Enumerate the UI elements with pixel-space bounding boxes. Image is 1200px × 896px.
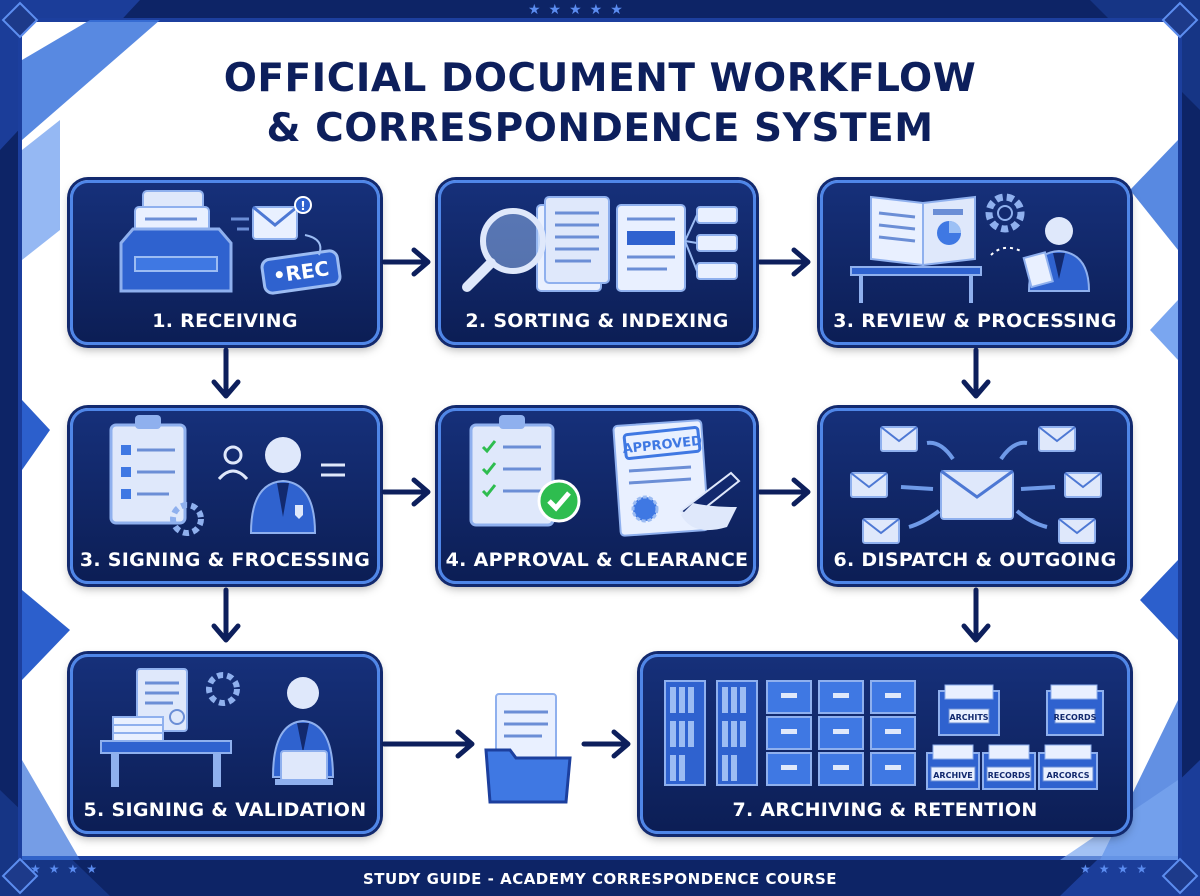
arrow-3-down: [961, 347, 991, 399]
records-box-label: RECORDS: [988, 771, 1031, 780]
step-card-dispatch[interactable]: 6. DISPATCH & OUTGOING: [820, 408, 1130, 584]
step-label-validation: 5. SIGNING & VALIDATION: [83, 799, 367, 821]
step-label-sorting: 2. SORTING & INDEXING: [465, 310, 729, 332]
desk-officer-laptop-icon: [100, 668, 335, 787]
open-book-reviewer-icon: [850, 193, 1091, 303]
step-card-validation[interactable]: 5. SIGNING & VALIDATION: [70, 654, 380, 834]
step-label-review: 3. REVIEW & PROCESSING: [833, 310, 1117, 332]
arrow-2-to-3: [757, 247, 811, 277]
checklist-approved-icon: APPROVED: [469, 415, 741, 537]
architts-box-label: ARCHITS: [949, 713, 988, 722]
inbox-tray-icon: ! •REC: [119, 190, 342, 295]
archive-box-label: ARCHIVE: [933, 771, 973, 780]
clipboard-officer-icon: [109, 415, 345, 536]
arrow-1-down: [211, 347, 241, 399]
step-card-signing-processing[interactable]: 3. SIGNING & FROCESSING: [70, 408, 380, 584]
step-card-review[interactable]: 3. REVIEW & PROCESSING: [820, 180, 1130, 345]
magnifier-documents-icon: [462, 196, 738, 292]
svg-text:!: !: [300, 199, 305, 213]
arrow-7-to-folder: [381, 729, 475, 759]
records-box-label-top: RECORDS: [1054, 713, 1097, 722]
step-label-archiving: 7. ARCHIVING & RETENTION: [732, 799, 1038, 821]
title-line-2: & CORRESPONDENCE SYSTEM: [266, 106, 934, 151]
arrow-5-to-6: [757, 477, 811, 507]
envelope-dispatch-icon: [850, 426, 1102, 544]
folder-icon: [484, 693, 572, 804]
right-stars: ★★★★: [1080, 862, 1156, 876]
step-card-archiving[interactable]: ARCHIVE RECORDS ARCORCS ARCHITS RECORDS …: [640, 654, 1130, 834]
title-line-1: OFFICIAL DOCUMENT WORKFLOW: [223, 56, 977, 101]
arcorcs-box-label: ARCORCS: [1047, 771, 1090, 780]
arrow-folder-to-8: [581, 729, 631, 759]
arrow-4-to-5: [381, 477, 431, 507]
step-label-signing-processing: 3. SIGNING & FROCESSING: [79, 549, 371, 571]
arrow-4-down: [211, 587, 241, 643]
footer-caption: STUDY GUIDE - ACADEMY CORRESPONDENCE COU…: [362, 870, 837, 888]
step-label-receiving: 1. RECEIVING: [152, 310, 298, 332]
step-label-approval: 4. APPROVAL & CLEARANCE: [445, 549, 749, 571]
arrow-6-down: [961, 587, 991, 643]
step-card-receiving[interactable]: ! •REC 1. RECEIVING: [70, 180, 380, 345]
step-label-dispatch: 6. DISPATCH & OUTGOING: [833, 549, 1117, 571]
top-stars: ★★★★★: [528, 2, 631, 18]
filing-cabinets-icon: ARCHIVE RECORDS ARCORCS ARCHITS RECORDS: [664, 680, 1104, 790]
arrow-1-to-2: [381, 247, 431, 277]
step-card-sorting[interactable]: 2. SORTING & INDEXING: [438, 180, 756, 345]
step-card-approval[interactable]: APPROVED 4. APPROVAL & CLEARANCE: [438, 408, 756, 584]
left-stars: ★★★★: [30, 862, 106, 876]
